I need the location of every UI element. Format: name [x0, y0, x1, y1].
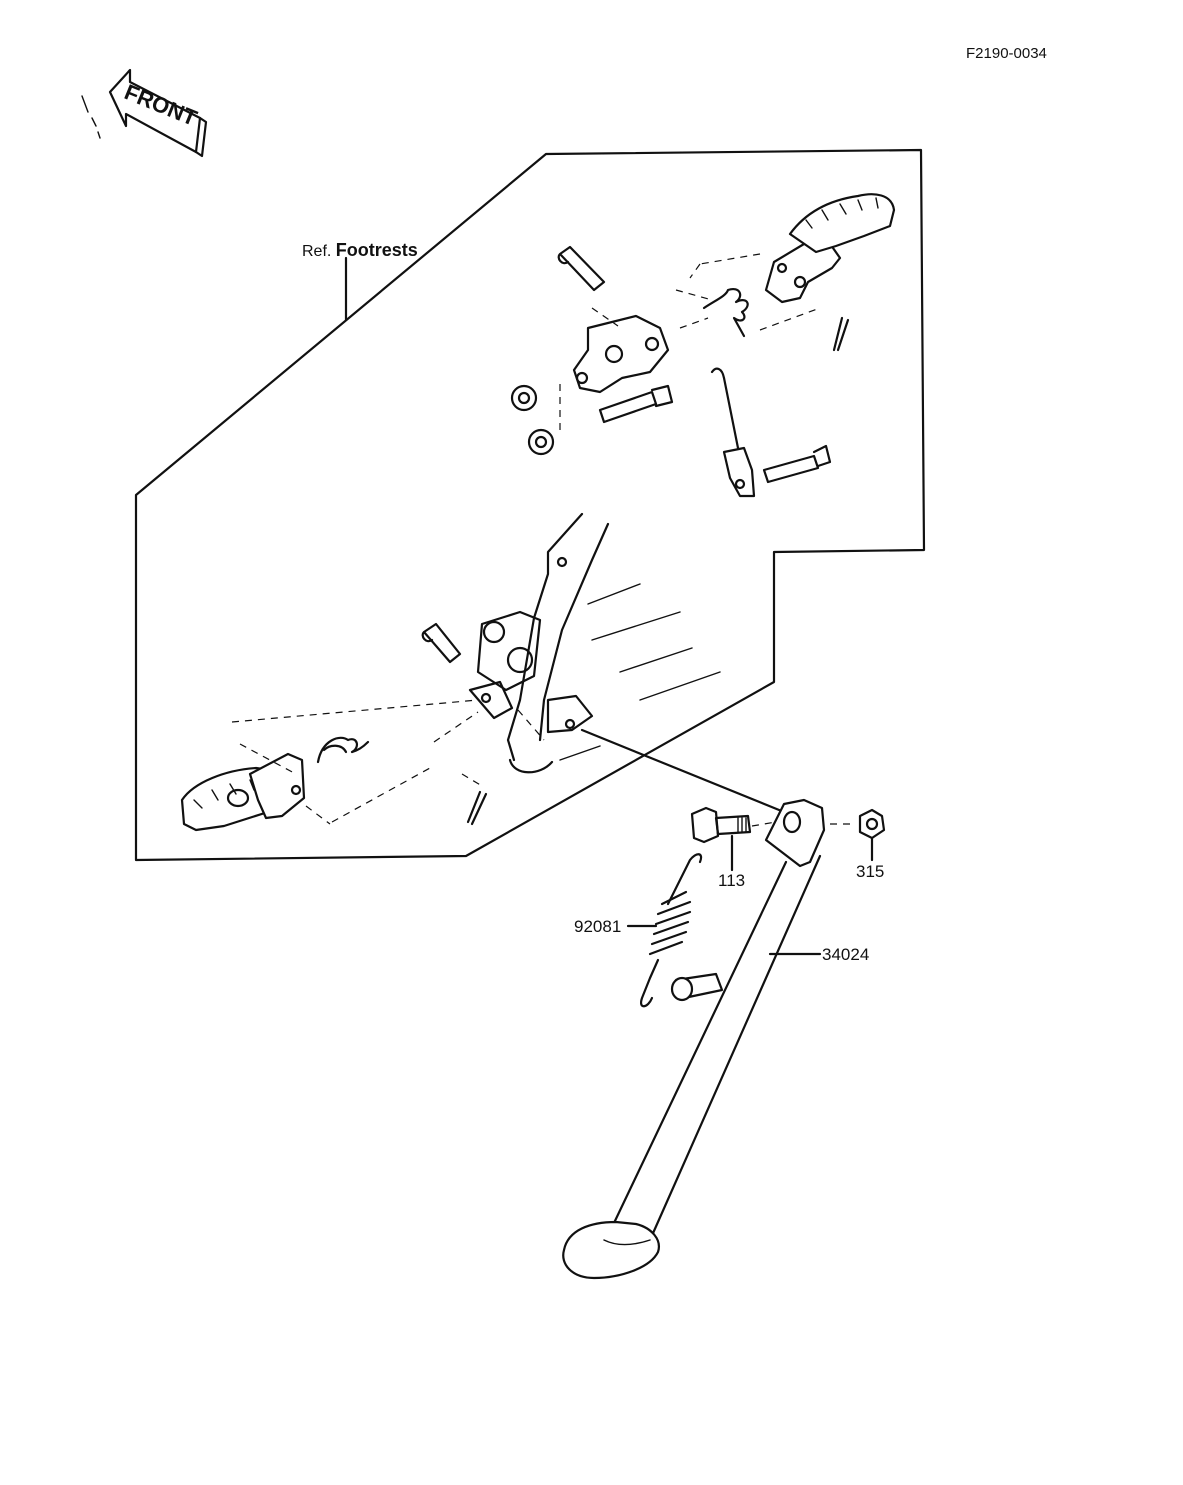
right-footrest-assembly-icon: [510, 193, 896, 498]
nut-icon: [830, 808, 886, 840]
callout-stand: 34024: [822, 945, 870, 964]
stand-mount-line: [580, 728, 786, 814]
callout-nut: 315: [856, 862, 885, 881]
callout-spring: 92081: [574, 917, 622, 936]
callout-bolt: 113: [718, 871, 746, 890]
reference-name: Footrests: [335, 240, 418, 260]
front-arrow-icon: FRONT: [81, 68, 208, 158]
left-footrest-assembly-icon: [180, 699, 545, 832]
bolt-icon: [690, 806, 777, 844]
reference-label: Ref. Footrests: [302, 241, 418, 260]
diagram-code: F2190-0034: [966, 45, 1047, 62]
reference-region-outline: [134, 148, 926, 862]
side-stand-icon: [562, 798, 826, 1280]
reference-prefix: Ref.: [302, 243, 332, 260]
frame-section-icon: [421, 512, 721, 774]
spring-icon: [640, 853, 703, 1008]
